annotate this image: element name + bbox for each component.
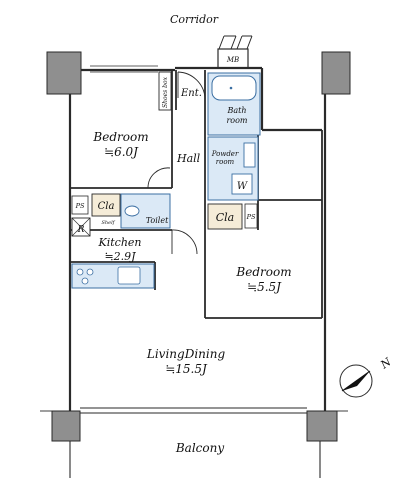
closet-left — [91, 193, 121, 217]
washer-label: W — [237, 181, 248, 192]
bedroom2-name: Bedroom — [235, 265, 291, 279]
bath-room-label-1: Bath — [226, 106, 246, 115]
window-bedroom1 — [90, 65, 158, 73]
meter-box: MB — [217, 35, 253, 69]
bedroom1-name: Bedroom — [92, 130, 148, 144]
closet-right — [207, 203, 243, 230]
balcony-window — [40, 407, 348, 414]
north-label: N — [377, 355, 393, 372]
hall-doors — [147, 167, 198, 255]
mb-label: MB — [226, 56, 239, 64]
balcony-outline — [69, 441, 321, 478]
kitchen-name: Kitchen — [98, 236, 142, 249]
kitchen-counter — [71, 263, 155, 289]
outer-walls — [68, 66, 327, 411]
kitchen-size: ≒2.9J — [104, 250, 136, 263]
entrance-label: Ent. — [180, 88, 202, 99]
bedroom2-size: ≒5.5J — [247, 280, 282, 294]
shelf-label: Shelf — [101, 220, 115, 226]
refrigerator-space: R — [71, 217, 91, 237]
corridor-label: Corridor — [170, 13, 219, 26]
interior-walls — [70, 70, 323, 319]
column-bottom-left — [51, 410, 81, 442]
toilet-room — [120, 193, 171, 229]
closet-left-label: Cla — [98, 201, 115, 212]
shoes-box: Shoes box — [158, 71, 172, 111]
living-size: ≒15.5J — [165, 362, 208, 376]
utility-row: PS Cla Shelf Toilet — [71, 193, 171, 229]
powder-room-label-2: room — [216, 158, 235, 166]
toilet-label: Toilet — [146, 216, 169, 225]
powder-room: Powder room W — [207, 136, 259, 201]
refrigerator-label: R — [77, 225, 85, 235]
living-name: LivingDining — [146, 347, 226, 361]
column-top-left — [46, 51, 82, 95]
ps-left-label: PS — [75, 202, 85, 210]
powder-room-label-1: Powder — [211, 150, 239, 158]
bath-room-label-2: room — [226, 116, 247, 125]
shoes-box-label: Shoes box — [162, 76, 169, 108]
washer-space — [231, 173, 253, 195]
closet-right-label: Cla — [216, 211, 235, 224]
column-bottom-right — [306, 410, 338, 442]
closet-right-area: Cla PS — [207, 203, 258, 230]
ps-right-label: PS — [246, 213, 256, 221]
column-top-right — [321, 51, 351, 95]
bedroom1-size: ≒6.0J — [104, 145, 139, 159]
entrance-door — [177, 71, 206, 99]
balcony-label: Balcony — [175, 441, 224, 455]
north-arrow: N — [339, 355, 394, 398]
bath-room: Bath room — [207, 72, 261, 136]
hall-label: Hall — [176, 152, 201, 165]
